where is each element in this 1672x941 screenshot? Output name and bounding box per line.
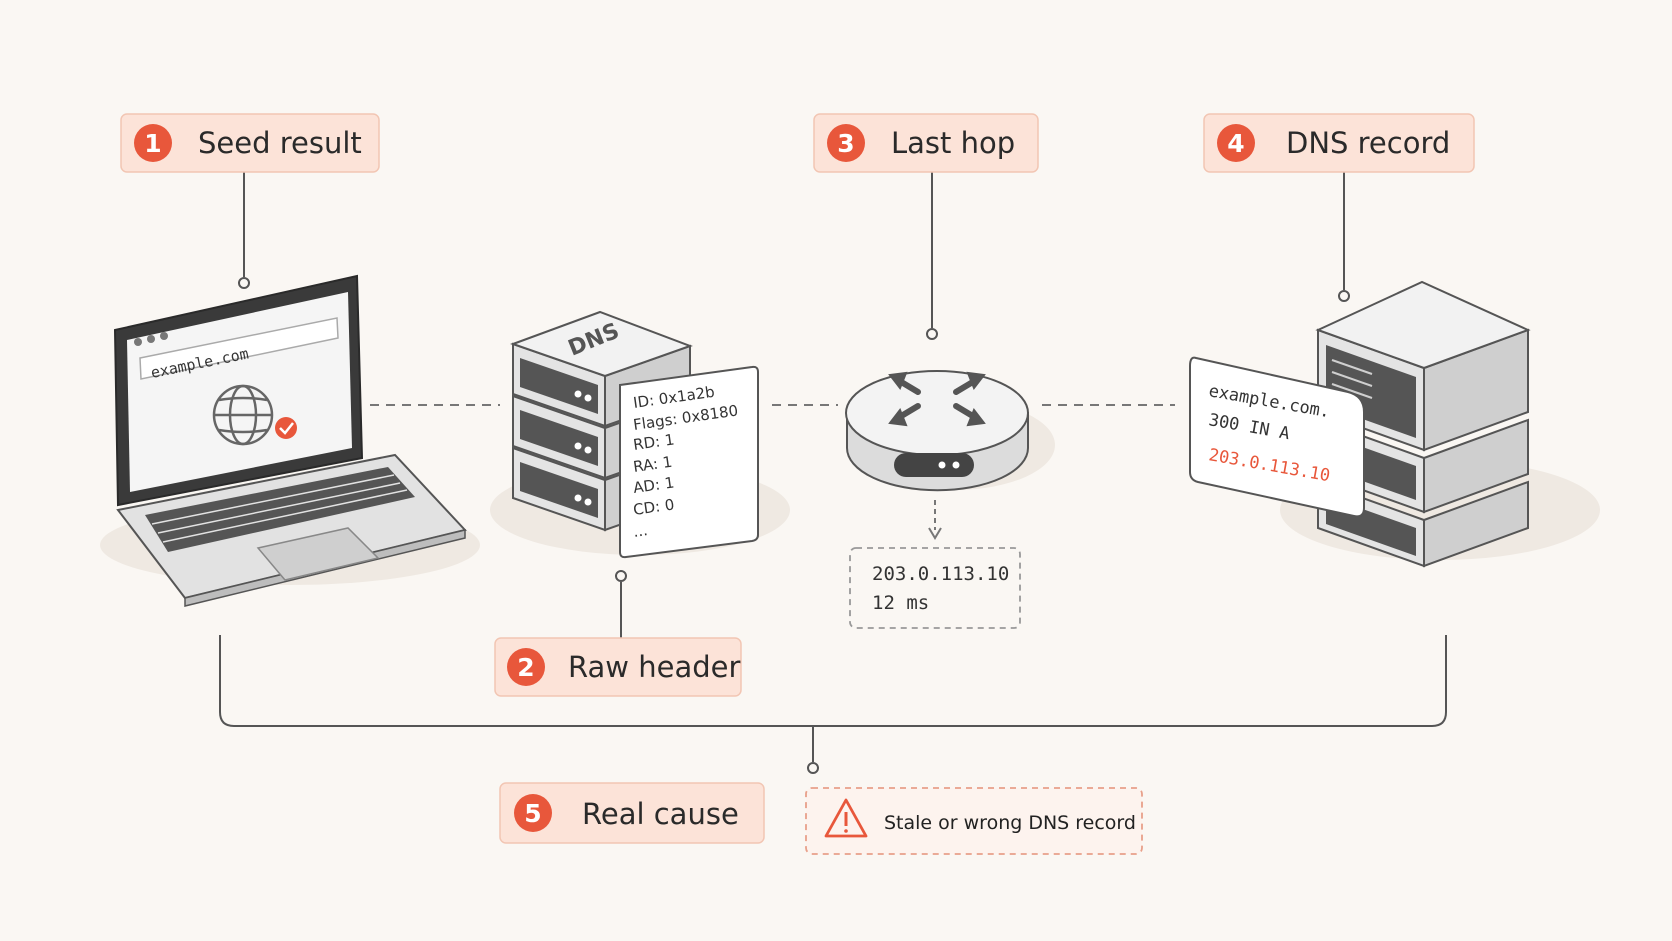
- step-3-number: 3: [837, 129, 854, 158]
- leader-dots: [238, 277, 1350, 774]
- header-line: AD: 1: [632, 473, 675, 497]
- last-hop-box: 203.0.113.10 12 ms: [849, 547, 1021, 629]
- router-ports: [894, 453, 974, 477]
- step-4-callout: 4 DNS record: [1203, 113, 1475, 173]
- trackpad: [256, 527, 380, 581]
- header-line: CD: 0: [632, 495, 675, 519]
- step-4-label: DNS record: [1286, 126, 1450, 160]
- header-line: ...: [632, 521, 649, 541]
- connectors: [219, 172, 1447, 762]
- step-5-callout: 5 Real cause: [499, 782, 765, 844]
- header-line: RD: 1: [632, 430, 675, 454]
- raw-header-lines: ID: 0x1a2b Flags: 0x8180 RD: 1 RA: 1 AD:…: [632, 383, 739, 541]
- warning-icon: [824, 798, 868, 838]
- step-1-callout: 1 Seed result: [120, 113, 380, 173]
- header-line: RA: 1: [632, 453, 673, 476]
- step-1-number: 1: [144, 129, 161, 158]
- step-4-number: 4: [1227, 129, 1244, 158]
- raw-header-card: [619, 365, 759, 559]
- step-3-label: Last hop: [891, 126, 1015, 160]
- keyboard-keys: [151, 474, 408, 543]
- router: [845, 370, 1055, 492]
- step-2-number: 2: [517, 653, 534, 682]
- router-arrows-icon: [888, 371, 986, 427]
- cause-bracket: [219, 635, 1447, 727]
- arrow-router-ip: [928, 527, 942, 540]
- step-5-label: Real cause: [582, 797, 739, 831]
- dns-server: DNS ID: 0x1a2b Flags: 0x8180 RD: 1 RA: 1…: [490, 310, 790, 559]
- url-bar: [139, 317, 339, 380]
- last-hop-latency: 12 ms: [872, 592, 929, 614]
- cause-box: Stale or wrong DNS record: [805, 787, 1143, 855]
- step-2-callout: 2 Raw header: [494, 637, 742, 697]
- record-server-vents: [1331, 359, 1373, 399]
- step-2-label: Raw header: [568, 650, 740, 684]
- step-3-callout: 3 Last hop: [813, 113, 1039, 173]
- check-icon: [275, 417, 297, 439]
- cause-text: Stale or wrong DNS record: [884, 812, 1136, 834]
- last-hop-ip: 203.0.113.10: [872, 563, 1009, 585]
- step-1-label: Seed result: [198, 126, 362, 160]
- dns-record-card: [1189, 356, 1365, 518]
- record-server: example.com. 300 IN A 203.0.113.10: [1189, 280, 1600, 568]
- globe-icon: [212, 384, 274, 446]
- step-5-number: 5: [524, 799, 541, 828]
- laptop: example.com: [100, 274, 480, 607]
